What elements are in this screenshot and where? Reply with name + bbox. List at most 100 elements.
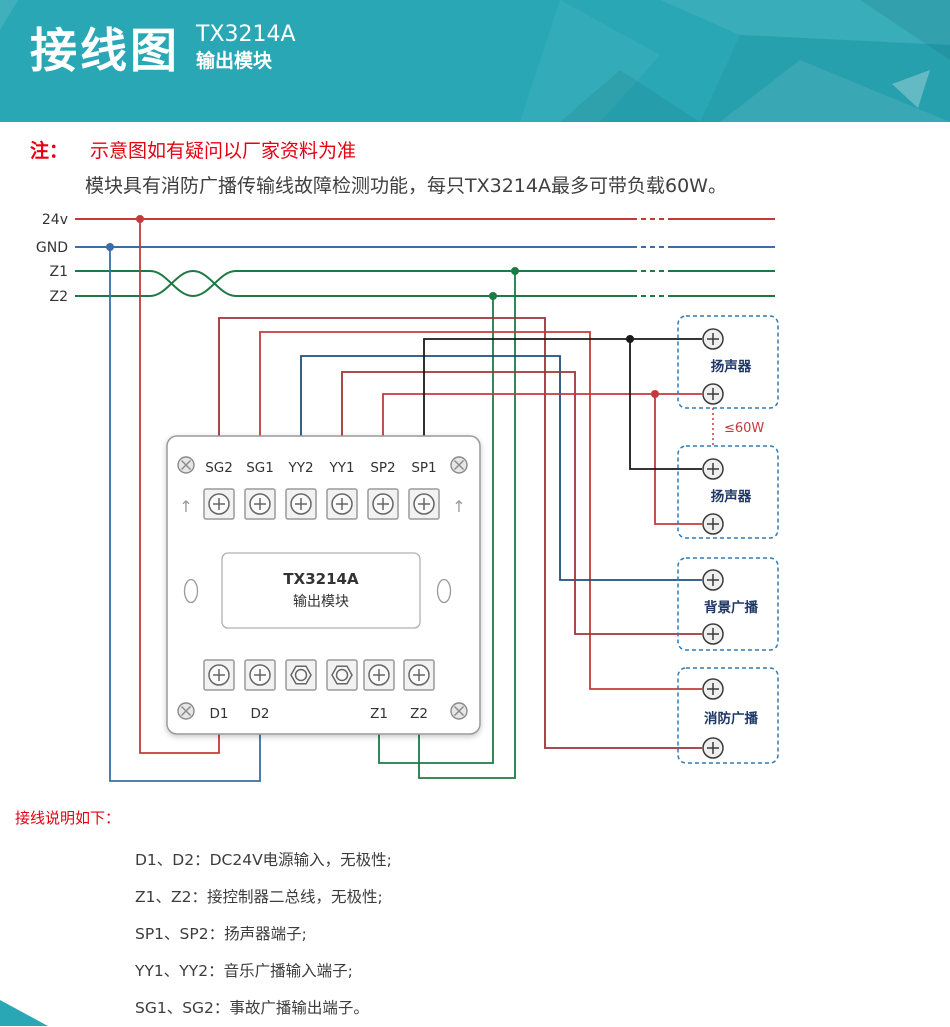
bus-label-z2: Z2 bbox=[50, 289, 69, 305]
arrow-up-icons: ↑ ↑ bbox=[179, 497, 465, 516]
bus-label-z1: Z1 bbox=[50, 264, 69, 280]
junction-speaker-red bbox=[651, 390, 659, 398]
top-terminal-labels: SG2 SG1 YY2 YY1 SP2 SP1 bbox=[205, 460, 436, 476]
device-terminal bbox=[702, 569, 724, 591]
wire-branch-speaker2-top bbox=[629, 339, 702, 470]
screw-terminal bbox=[403, 659, 435, 691]
module-name: TX3214A bbox=[283, 570, 359, 588]
corner-screw-icon bbox=[450, 702, 468, 720]
mounting-hole bbox=[436, 578, 452, 604]
screw-terminal bbox=[408, 488, 440, 520]
screw-terminal bbox=[244, 659, 276, 691]
screw-terminal bbox=[285, 488, 317, 520]
junction-z2 bbox=[489, 292, 497, 300]
screw-terminal bbox=[203, 659, 235, 691]
speaker1-box bbox=[677, 315, 779, 409]
header-decoration bbox=[0, 0, 950, 122]
module-type: 输出模块 bbox=[293, 594, 349, 610]
power-limit-label: ≤60W bbox=[724, 421, 764, 436]
terminal-label-z1: Z1 bbox=[370, 706, 388, 722]
screw-terminal bbox=[244, 488, 276, 520]
screw-terminal bbox=[363, 659, 395, 691]
instruction-item: Z1、Z2：接控制器二总线，无极性; bbox=[135, 888, 383, 906]
wire-gnd-to-d2 bbox=[109, 247, 261, 782]
bus-labels: 24v GND Z1 Z2 bbox=[36, 212, 68, 305]
background-broadcast-box bbox=[677, 557, 779, 651]
wire-yy2-to-bg-top bbox=[300, 355, 702, 581]
page-title: 接线图 bbox=[30, 24, 180, 80]
device-terminal bbox=[702, 678, 724, 700]
header-banner: 接线图 TX3214A 输出模块 bbox=[0, 0, 950, 122]
instructions-section: 接线说明如下： D1、D2：DC24V电源输入，无极性; Z1、Z2：接控制器二… bbox=[0, 807, 950, 1027]
bus-label-24v: 24v bbox=[42, 212, 68, 228]
bus-line-z2 bbox=[75, 269, 775, 297]
instructions-list: D1、D2：DC24V电源输入，无极性; Z1、Z2：接控制器二总线，无极性; … bbox=[135, 842, 950, 1027]
terminal-label-sg1: SG1 bbox=[246, 460, 274, 476]
junction-24v bbox=[136, 215, 144, 223]
screw-terminal bbox=[326, 488, 358, 520]
wire-sg1-to-fire-top bbox=[259, 331, 702, 690]
speaker1-label: 扬声器 bbox=[711, 358, 752, 375]
arrow-up-icon: ↑ bbox=[452, 497, 465, 516]
corner-screw-icon bbox=[450, 456, 468, 474]
terminal-label-d1: D1 bbox=[210, 706, 229, 722]
speaker2-label: 扬声器 bbox=[711, 488, 752, 505]
note-warning: 示意图如有疑问以厂家资料为准 bbox=[90, 140, 357, 162]
junction-z1 bbox=[511, 267, 519, 275]
terminal-label-sg2: SG2 bbox=[205, 460, 233, 476]
device-terminal bbox=[702, 623, 724, 645]
device-terminals bbox=[702, 328, 724, 759]
corner-screw-icon bbox=[177, 702, 195, 720]
wire-sg2-to-fire-bottom bbox=[218, 317, 702, 749]
junction-speaker-black bbox=[626, 335, 634, 343]
terminal-label-yy1: YY1 bbox=[328, 460, 354, 476]
bus-line-z1 bbox=[75, 270, 775, 298]
fire-broadcast-label: 消防广播 bbox=[704, 710, 758, 727]
screw-terminal bbox=[367, 488, 399, 520]
device-labels: 扬声器 扬声器 背景广播 消防广播 bbox=[704, 358, 758, 727]
wire-yy1-to-bg-bottom bbox=[341, 371, 702, 635]
device-boxes: 扬声器 扬声器 背景广播 消防广播 ≤60W bbox=[677, 315, 779, 764]
hex-terminal bbox=[285, 659, 317, 691]
output-module: SG2 SG1 YY2 YY1 SP2 SP1 ↑ ↑ TX3214A 输出模块 bbox=[166, 435, 481, 735]
bottom-terminal-screws bbox=[203, 659, 435, 691]
top-terminal-screws bbox=[203, 488, 440, 520]
junction-dots bbox=[106, 215, 659, 398]
note-label: 注： bbox=[30, 140, 69, 162]
terminal-label-sp1: SP1 bbox=[411, 460, 436, 476]
note-line-1: 注： 示意图如有疑问以厂家资料为准 bbox=[30, 136, 950, 163]
instructions-title: 接线说明如下： bbox=[15, 809, 121, 827]
model-number: TX3214A bbox=[196, 22, 296, 47]
header-subtitle-block: TX3214A 输出模块 bbox=[196, 22, 296, 75]
instruction-item: YY1、YY2：音乐广播输入端子; bbox=[135, 962, 353, 980]
screw-terminal bbox=[203, 488, 235, 520]
module-nameplate bbox=[221, 552, 421, 629]
speaker2-box bbox=[677, 445, 779, 539]
mounting-hole bbox=[183, 578, 199, 604]
instruction-item: SG1、SG2：事故广播输出端子。 bbox=[135, 999, 369, 1017]
terminal-label-sp2: SP2 bbox=[370, 460, 395, 476]
header-titles: 接线图 TX3214A 输出模块 bbox=[30, 22, 296, 75]
note-description: 模块具有消防广播传输线故障检测功能，每只TX3214A最多可带负载60W。 bbox=[85, 175, 727, 197]
hex-terminal bbox=[326, 659, 358, 691]
device-terminal bbox=[702, 328, 724, 350]
instruction-item: D1、D2：DC24V电源输入，无极性; bbox=[135, 851, 392, 869]
device-terminal bbox=[702, 458, 724, 480]
corner-screw-icon bbox=[177, 456, 195, 474]
arrow-up-icon: ↑ bbox=[179, 497, 192, 516]
instruction-item: SP1、SP2：扬声器端子; bbox=[135, 925, 307, 943]
wire-branch-speaker2-bottom bbox=[654, 394, 702, 525]
notes-section: 注： 示意图如有疑问以厂家资料为准 模块具有消防广播传输线故障检测功能，每只TX… bbox=[0, 122, 950, 198]
device-terminal bbox=[702, 513, 724, 535]
terminal-label-yy2: YY2 bbox=[287, 460, 313, 476]
junction-gnd bbox=[106, 243, 114, 251]
device-terminal bbox=[702, 737, 724, 759]
corner-decoration bbox=[0, 1000, 48, 1026]
terminal-label-d2: D2 bbox=[251, 706, 270, 722]
device-terminal bbox=[702, 383, 724, 405]
bottom-terminal-labels: D1 D2 Z1 Z2 bbox=[210, 706, 428, 722]
bus-label-gnd: GND bbox=[36, 240, 68, 256]
background-broadcast-label: 背景广播 bbox=[704, 599, 758, 616]
wiring-diagram: 24v GND Z1 Z2 bbox=[36, 212, 779, 782]
terminal-label-z2: Z2 bbox=[410, 706, 428, 722]
